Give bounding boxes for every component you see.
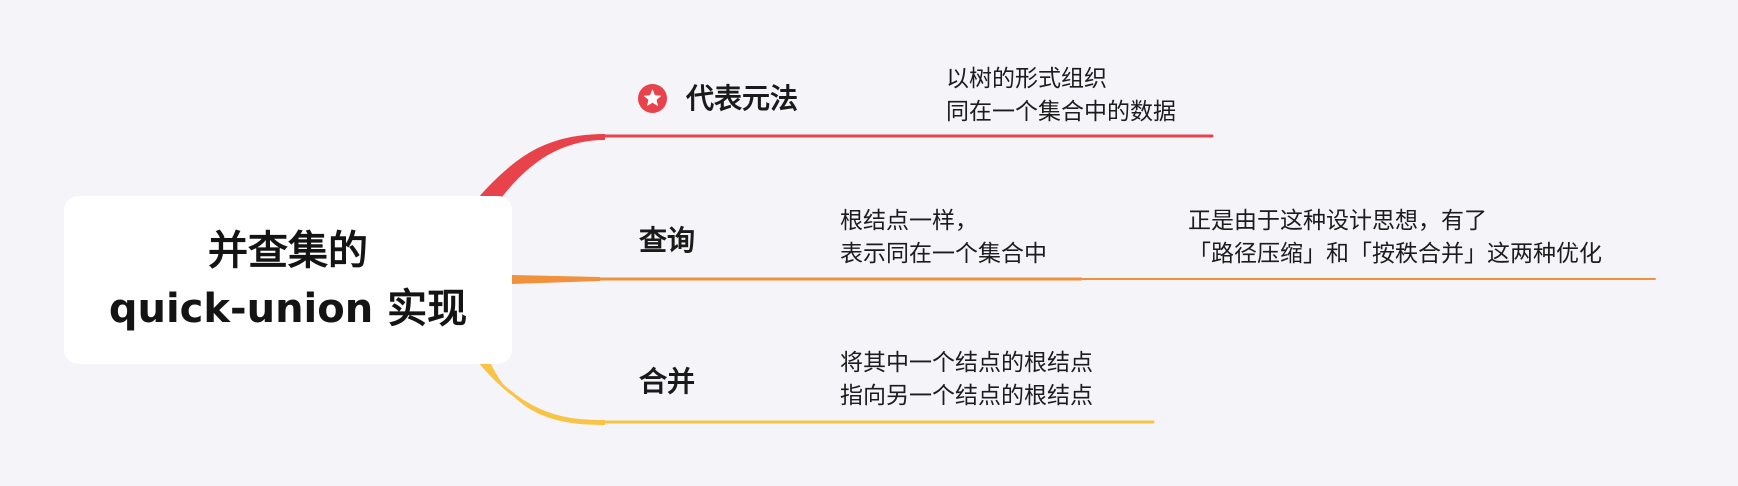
note-query[interactable]: 根结点一样， 表示同在一个集合中 — [840, 205, 1047, 271]
branch-topic-merge[interactable]: 合并 — [639, 365, 696, 398]
root-topic[interactable]: 并查集的 quick-union 实现 — [64, 196, 512, 364]
note-line: 正是由于这种设计思想，有了 — [1188, 208, 1487, 234]
note-line: 表示同在一个集合中 — [840, 241, 1047, 267]
branch-connector-representative-root — [478, 134, 605, 205]
branch-topic-query[interactable]: 查询 — [639, 224, 696, 257]
branch-topic-representative[interactable]: 代表元法 — [686, 82, 799, 115]
note-line: 以树的形式组织 — [946, 66, 1107, 92]
note-line: 将其中一个结点的根结点 — [840, 350, 1093, 376]
branch-connector-merge-root — [478, 362, 605, 425]
note-representative[interactable]: 以树的形式组织 同在一个集合中的数据 — [946, 63, 1176, 129]
note-line: 「路径压缩」和「按秩合并」这两种优化 — [1188, 241, 1602, 267]
note-line: 根结点一样， — [840, 208, 978, 234]
note-line: 同在一个集合中的数据 — [946, 99, 1176, 125]
branch-connector-representative — [478, 134, 1214, 202]
branch-connector-query-root — [512, 275, 600, 284]
note-query-child[interactable]: 正是由于这种设计思想，有了 「路径压缩」和「按秩合并」这两种优化 — [1188, 205, 1602, 271]
note-merge[interactable]: 将其中一个结点的根结点 指向另一个结点的根结点 — [840, 347, 1093, 413]
note-line: 指向另一个结点的根结点 — [840, 383, 1093, 409]
root-title-line-2: quick-union 实现 — [108, 286, 468, 332]
root-title-line-1: 并查集的 — [208, 228, 368, 274]
star-badge-icon — [637, 83, 668, 114]
